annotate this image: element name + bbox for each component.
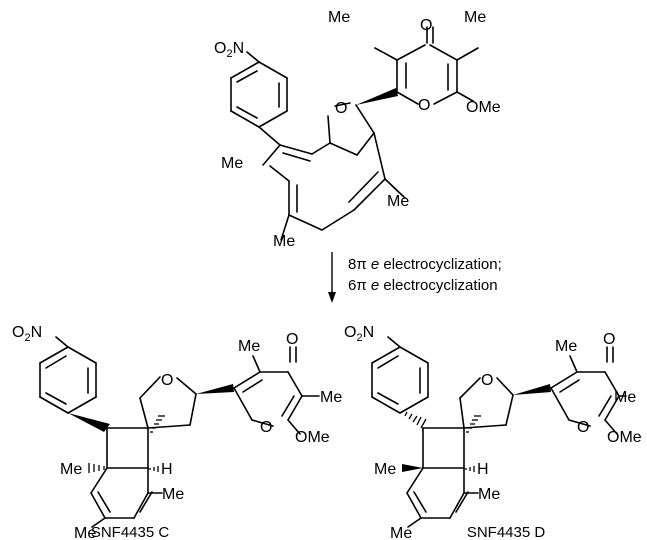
atom-label-ome: OMe: [607, 429, 642, 446]
thf-ring-top: [327, 102, 375, 156]
atom-label-me: Me: [162, 486, 184, 503]
atom-label-me: Me: [273, 233, 295, 250]
atom-label-ring-o: O: [260, 419, 272, 436]
atom-label-carbonyl-o: O: [286, 331, 298, 348]
atom-label-h: H: [477, 461, 489, 478]
hashed-bond: [404, 411, 427, 429]
reaction-conditions-line1: 8π e electrocyclization;: [348, 256, 502, 273]
atom-label-me: Me: [328, 9, 350, 26]
nitro-group-label: O2N: [214, 40, 244, 60]
wedge-bond: [356, 88, 398, 105]
wedge-bond: [68, 413, 110, 432]
cyclobutane-d: [422, 427, 465, 469]
pyranone-ring-c: [233, 346, 320, 435]
reaction-conditions-line2: 6π e electrocyclization: [348, 277, 498, 294]
atom-label-me: Me: [320, 389, 342, 406]
atom-label-me: Me: [555, 338, 577, 355]
cyclohexadiene-d: [406, 467, 479, 528]
cyclobutane-c: [106, 427, 149, 469]
nitrophenyl-ring-c: [39, 336, 97, 414]
product-snf4435-c: O2N O Me O Me O OMe Me H Me Me: [12, 324, 342, 540]
atom-label-me: Me: [238, 338, 260, 355]
wedge-bond: [402, 464, 423, 472]
nitro-group-label: O2N: [344, 324, 374, 344]
hashed-bond: [465, 466, 475, 472]
nitrophenyl-ring-top: [230, 51, 288, 128]
atom-label-me: Me: [478, 486, 500, 503]
atom-label-thf-o: O: [335, 100, 347, 117]
atom-label-thf-o: O: [161, 372, 173, 389]
atom-label-me: Me: [221, 155, 243, 172]
polyene-chain: [258, 126, 406, 241]
pyranone-ring-top: [374, 26, 479, 105]
atom-label-carbonyl-o: O: [420, 17, 432, 34]
product-name-c: SNF4435 C: [91, 524, 170, 540]
atom-label-h: H: [161, 461, 173, 478]
thf-ring-d: [459, 377, 514, 429]
atom-label-ring-o: O: [418, 97, 430, 114]
atom-label-ring-o: O: [577, 419, 589, 436]
atom-label-thf-o: O: [481, 372, 493, 389]
atom-label-ome: OMe: [295, 429, 330, 446]
atom-label-me: Me: [390, 525, 412, 540]
hashed-bond: [149, 466, 159, 472]
cyclohexadiene-c: [90, 467, 163, 528]
wedge-bond: [513, 384, 551, 395]
reaction-arrow: [328, 252, 336, 303]
arrowhead: [328, 292, 336, 303]
hashed-bond: [88, 463, 105, 473]
atom-label-me: Me: [387, 193, 409, 210]
starting-material: O Me Me O OMe O O2N Me Me Me: [214, 9, 501, 250]
atom-label-ome: OMe: [466, 99, 501, 116]
nitro-group-label: O2N: [12, 324, 42, 344]
atom-label-me: Me: [614, 389, 636, 406]
product-snf4435-d: O2N O Me O Me O OMe Me H Me Me: [344, 324, 642, 540]
atom-label-me: Me: [74, 525, 96, 540]
nitrophenyl-ring-d: [371, 336, 429, 414]
thf-ring-c: [139, 376, 197, 429]
atom-label-carbonyl-o: O: [603, 331, 615, 348]
atom-label-me: Me: [374, 461, 396, 478]
pyranone-ring-d: [550, 346, 627, 435]
atom-label-me: Me: [464, 9, 486, 26]
atom-label-me: Me: [60, 461, 82, 478]
wedge-bond: [196, 384, 234, 394]
product-name-d: SNF4435 D: [467, 524, 546, 540]
hashed-bond: [466, 415, 481, 433]
hashed-bond: [150, 415, 165, 433]
